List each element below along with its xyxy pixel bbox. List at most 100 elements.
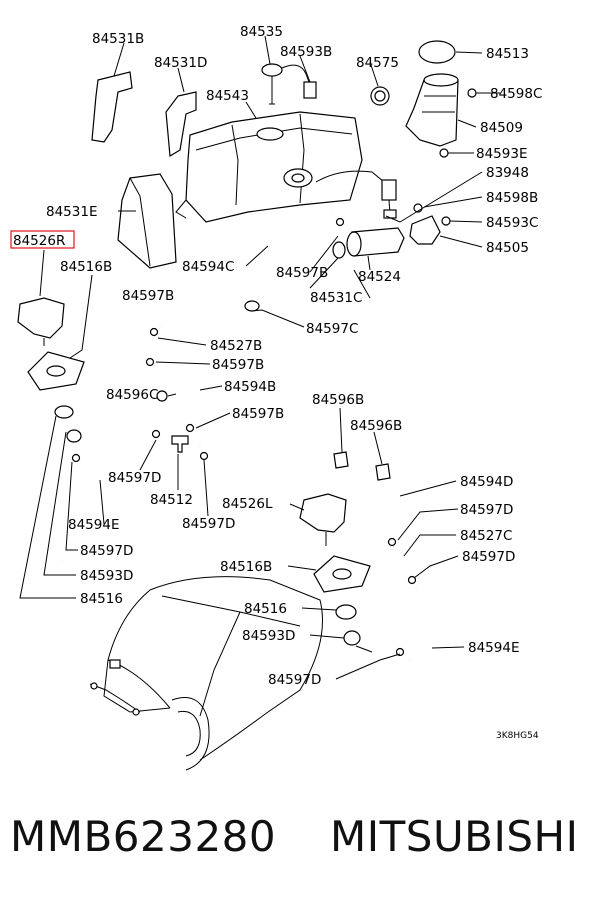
filler-cap-84513: [418, 40, 456, 64]
callout-84531E[interactable]: 84531E: [46, 204, 97, 220]
brand-name: MITSUBISHI: [330, 812, 579, 861]
nozzle-84526R: [17, 297, 65, 339]
callout-84596B-b[interactable]: 84596B: [350, 418, 402, 434]
clamp-84596C: [156, 390, 168, 402]
callout-83948[interactable]: 83948: [486, 165, 529, 181]
callout-84535[interactable]: 84535: [240, 24, 283, 40]
filler-neck-top: [423, 73, 459, 87]
clamp-84597C: [244, 300, 260, 312]
vehicle-location-sketch: [89, 576, 323, 771]
clamp-84597D-2: [199, 451, 209, 461]
callout-84593D-mid[interactable]: 84593D: [242, 628, 295, 644]
callout-84543[interactable]: 84543: [206, 88, 249, 104]
grommet-84516-mid: [335, 604, 357, 620]
callout-84593C[interactable]: 84593C: [486, 215, 538, 231]
bracket-plate-84531E: [117, 173, 177, 269]
callout-84512[interactable]: 84512: [150, 492, 193, 508]
callout-84527C[interactable]: 84527C: [460, 528, 512, 544]
connector-84593B: [303, 81, 317, 99]
callout-84597C[interactable]: 84597C: [306, 321, 358, 337]
bracket-84531B: [91, 71, 133, 143]
callout-84531C[interactable]: 84531C: [310, 290, 362, 306]
callout-84509[interactable]: 84509: [480, 120, 523, 136]
callout-84596C[interactable]: 84596C: [106, 387, 158, 403]
callout-84575[interactable]: 84575: [356, 55, 399, 71]
gasket-84516B-mid-hole: [332, 568, 352, 580]
callout-84597D-f[interactable]: 84597D: [268, 672, 321, 688]
callout-84594D[interactable]: 84594D: [460, 474, 513, 490]
tank-filler-neck: [256, 127, 284, 141]
bracket-84531D: [165, 91, 197, 158]
level-sensor-cap: [261, 63, 283, 77]
callout-84527B[interactable]: 84527B: [210, 338, 262, 354]
level-sensor-stem: [269, 76, 275, 105]
clip-84596B-2: [375, 463, 391, 481]
callout-84516-left[interactable]: 84516: [80, 591, 123, 607]
callout-84593B[interactable]: 84593B: [280, 44, 332, 60]
part-number: MMB623280: [10, 812, 277, 861]
callout-84597D-c[interactable]: 84597D: [182, 516, 235, 532]
callout-84597B-d[interactable]: 84597B: [232, 406, 284, 422]
tank-lower-cut: [175, 199, 187, 219]
callout-84505[interactable]: 84505: [486, 240, 529, 256]
callout-84597B-a[interactable]: 84597B: [276, 265, 328, 281]
callout-84597B-c[interactable]: 84597B: [212, 357, 264, 373]
callout-84597D-a[interactable]: 84597D: [108, 470, 161, 486]
callout-84598C[interactable]: 84598C: [490, 86, 542, 102]
callout-84516-mid[interactable]: 84516: [244, 601, 287, 617]
callout-84596B-a[interactable]: 84596B: [312, 392, 364, 408]
callout-84516B-mid[interactable]: 84516B: [220, 559, 272, 575]
grommet-84575-inner: [374, 90, 386, 102]
bolt-84593E: [439, 148, 449, 158]
harness-83948-connector: [381, 179, 397, 201]
clamp-84597B-2: [149, 327, 159, 337]
filler-neck-ribs: [422, 95, 456, 113]
callout-84513[interactable]: 84513: [486, 46, 529, 62]
clamp-84597D-4: [387, 537, 397, 547]
nozzle-84526L: [299, 493, 347, 533]
t-joint-84512: [171, 435, 189, 453]
grommet-84516-left: [54, 405, 74, 419]
callout-84516B-top[interactable]: 84516B: [60, 259, 112, 275]
callout-84531D[interactable]: 84531D: [154, 55, 207, 71]
callout-84594C[interactable]: 84594C: [182, 259, 234, 275]
clamp-84597D-5: [407, 575, 417, 585]
callout-84597B-b[interactable]: 84597B: [122, 288, 174, 304]
callout-84594B[interactable]: 84594B: [224, 379, 276, 395]
washer-reservoir-tank: [185, 111, 363, 223]
clamp-84597B-4: [185, 423, 195, 433]
highlight-box-84526R: [10, 230, 75, 249]
filler-neck-84509: [405, 79, 459, 147]
callout-84524[interactable]: 84524: [358, 269, 401, 285]
callout-84531B[interactable]: 84531B: [92, 31, 144, 47]
bracket-plate-edge: [129, 177, 151, 267]
drawing-code: 3K8HG54: [496, 731, 539, 741]
callout-84594E-right[interactable]: 84594E: [468, 640, 519, 656]
callout-84526L[interactable]: 84526L: [222, 496, 273, 512]
callout-84597D-d[interactable]: 84597D: [80, 543, 133, 559]
callout-84597D-b[interactable]: 84597D: [460, 502, 513, 518]
bolt-84593D-mid: [343, 630, 361, 646]
callout-84593D-left[interactable]: 84593D: [80, 568, 133, 584]
pump-bracket-84505: [409, 215, 441, 245]
tank-side-ridge: [231, 124, 239, 206]
callout-84593E-top[interactable]: 84593E: [476, 146, 527, 162]
callout-84526R[interactable]: 84526R: [13, 233, 65, 249]
leader-lines: [19, 35, 500, 680]
level-sensor-wire: [281, 64, 313, 91]
harness-83948-plug: [383, 209, 397, 219]
clamp-84597B-1: [335, 217, 345, 227]
clamp-84597B-3: [145, 357, 155, 367]
callout-84597D-e[interactable]: 84597D: [462, 549, 515, 565]
clamp-84597D-3: [71, 453, 81, 463]
clamp-84597D-6: [395, 647, 405, 657]
clamp-84597D-1: [151, 429, 161, 439]
gasket-84516B-top-hole: [46, 365, 66, 377]
seal-84531C: [332, 241, 346, 259]
callout-84594E-left[interactable]: 84594E: [68, 517, 119, 533]
bolt-84593D-left: [66, 429, 82, 443]
bolt-84593C: [441, 216, 451, 226]
tank-pump-port-inner: [291, 173, 305, 183]
callout-84598B[interactable]: 84598B: [486, 190, 538, 206]
clip-84596B-1: [333, 451, 349, 469]
